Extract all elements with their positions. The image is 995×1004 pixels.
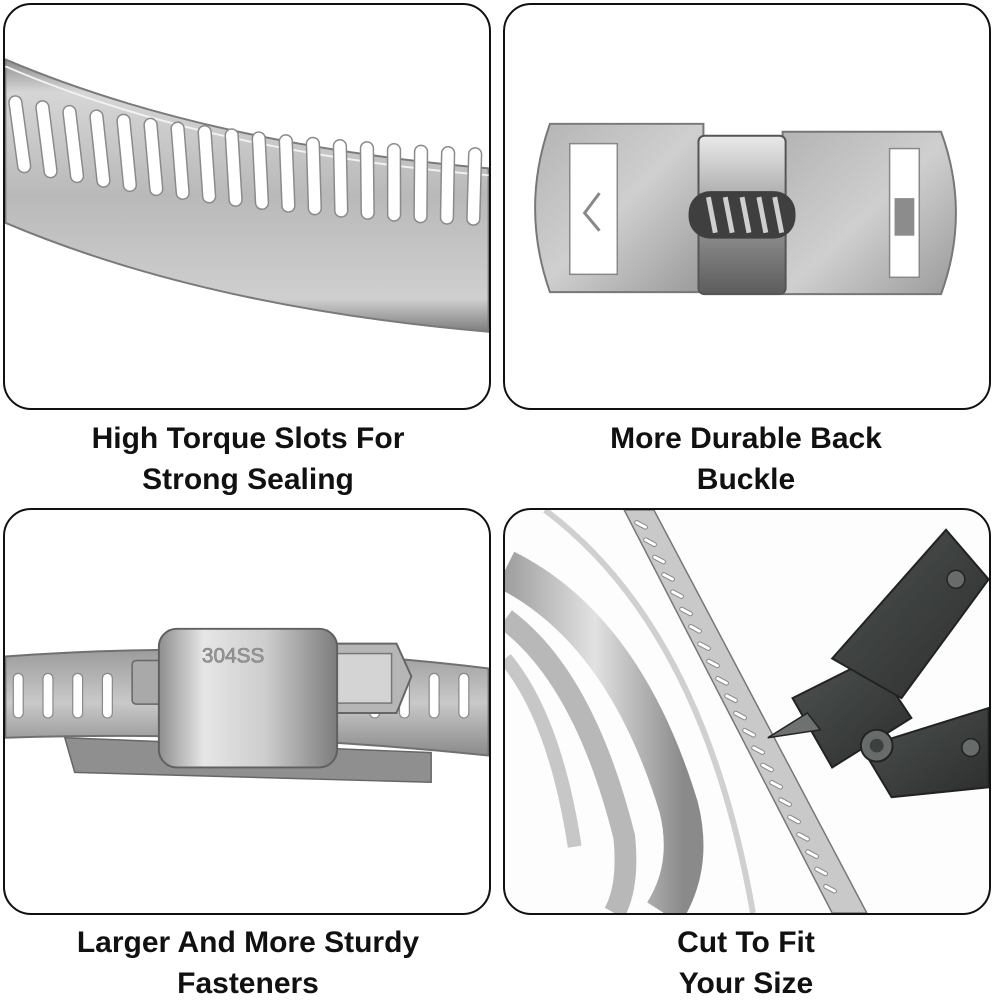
band-slot: [251, 131, 270, 210]
band-slot: [796, 831, 810, 842]
band-slot: [428, 672, 440, 719]
caption-line: High Torque Slots For: [91, 422, 405, 455]
band-slot: [42, 672, 54, 719]
band-slot: [733, 710, 747, 721]
band-slot: [116, 113, 138, 193]
band-slot: [359, 141, 375, 220]
caption-line: Buckle: [696, 463, 796, 496]
caption-line: More Durable Back: [610, 422, 882, 455]
band-slot: [769, 779, 783, 790]
band-slot: [439, 145, 456, 225]
band-slot: [170, 121, 190, 200]
caption-high-torque-slots: High Torque Slots For Strong Sealing: [0, 418, 496, 500]
band-slot: [661, 572, 675, 582]
band-slot: [814, 866, 828, 877]
band-slot: [224, 128, 243, 207]
band-slot: [751, 745, 765, 755]
band-slot: [670, 589, 684, 599]
band-slot: [643, 537, 657, 547]
band-slot: [787, 814, 801, 825]
band-slot: [197, 124, 217, 204]
panel-fastener-housing: 304SS: [3, 508, 491, 915]
panel-cut-to-fit: [503, 508, 991, 915]
band-slot: [760, 762, 774, 773]
band-slot: [332, 139, 349, 218]
coil-and-cutter-image: [505, 510, 989, 913]
caption-line: Strong Sealing: [142, 463, 354, 496]
slotted-band-image: [5, 58, 489, 333]
band-slot: [143, 117, 164, 197]
band-slot: [652, 554, 666, 565]
caption-line: Larger And More Sturdy: [76, 926, 420, 959]
band-slot: [413, 144, 429, 224]
band-slot: [72, 672, 84, 719]
band-slot: [706, 658, 720, 669]
band-slot: [101, 672, 113, 719]
band-slot: [35, 100, 58, 179]
band-slot: [8, 95, 32, 174]
band-slot: [458, 672, 470, 719]
band-slot: [778, 797, 792, 807]
back-buckle-image: [534, 122, 957, 296]
band-slot: [724, 693, 738, 703]
band-slot: [278, 134, 296, 213]
band-slot: [679, 606, 693, 617]
band-slot: [62, 104, 85, 184]
band-slot: [805, 849, 819, 859]
band-slot: [697, 641, 711, 651]
band-slot: [823, 883, 837, 894]
caption-line: Cut To Fit: [677, 926, 815, 959]
panel-slotted-band: [3, 3, 491, 410]
band-slot: [12, 672, 24, 719]
caption-line: Fasteners: [177, 967, 319, 1000]
caption-cut-to-fit: Cut To Fit Your Size: [498, 922, 994, 1004]
band-slot: [89, 109, 111, 188]
caption-sturdy-fasteners: Larger And More Sturdy Fasteners: [0, 922, 496, 1004]
band-slot: [688, 624, 702, 634]
caption-line: Your Size: [678, 967, 814, 1000]
panel-back-buckle: [503, 3, 991, 410]
band-slot: [742, 727, 756, 738]
band-slot: [466, 147, 483, 226]
caption-back-buckle: More Durable Back Buckle: [498, 418, 994, 500]
band-slot: [305, 136, 322, 216]
housing-stamp-text: 304SS: [202, 644, 264, 667]
band-slot: [386, 142, 402, 222]
band-slot: [715, 676, 729, 686]
fastener-housing-image: 304SS: [5, 627, 489, 784]
band-slot: [634, 520, 648, 530]
